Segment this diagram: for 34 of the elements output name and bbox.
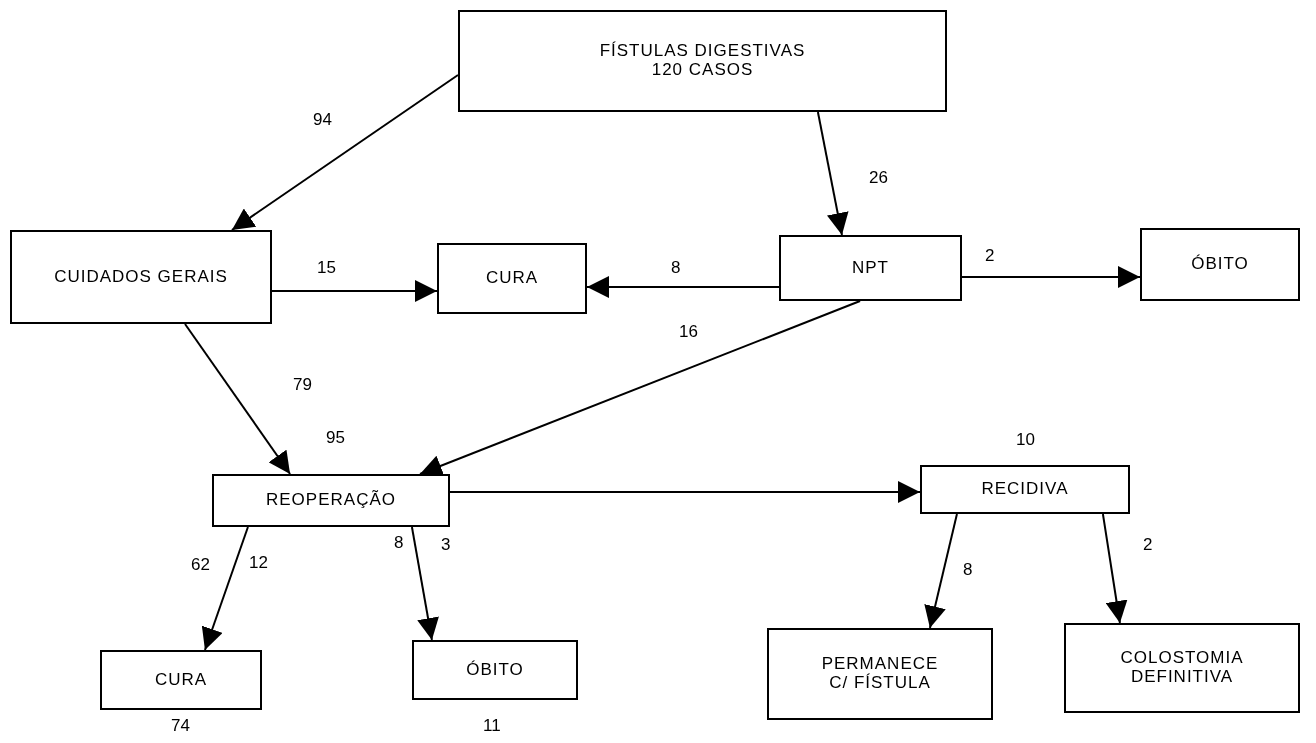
arrow bbox=[271, 280, 438, 302]
arrow bbox=[201, 526, 249, 651]
box-label: RECIDIVA bbox=[981, 480, 1069, 499]
process-box bbox=[437, 243, 587, 314]
arrow bbox=[449, 481, 921, 503]
process-box bbox=[1140, 228, 1300, 301]
box-label: REOPERAÇÃO bbox=[266, 491, 396, 510]
process-box bbox=[10, 230, 272, 324]
box-label: ÓBITO bbox=[466, 660, 524, 680]
box-label: CURA bbox=[154, 670, 208, 690]
box-label: CURA bbox=[485, 269, 539, 288]
box-label: COLOSTOMIA DEFINITIVA bbox=[1119, 649, 1245, 687]
arrow bbox=[230, 73, 459, 231]
process-box bbox=[212, 474, 450, 527]
process-box bbox=[779, 235, 962, 301]
process-box bbox=[458, 10, 947, 112]
arrow bbox=[184, 323, 292, 475]
box-label: CUIDADOS GERAIS bbox=[54, 267, 228, 287]
arrow bbox=[816, 111, 849, 236]
arrow bbox=[1101, 513, 1128, 624]
arrow bbox=[961, 266, 1141, 288]
arrow bbox=[924, 513, 958, 629]
process-box bbox=[412, 640, 578, 700]
process-box bbox=[767, 628, 993, 720]
arrow bbox=[410, 526, 439, 641]
box-label: NPT bbox=[852, 258, 889, 278]
process-box bbox=[100, 650, 262, 710]
box-label: PERMANECE C/ FÍSTULA bbox=[820, 655, 940, 693]
process-box bbox=[1064, 623, 1300, 713]
box-label: ÓBITO bbox=[1191, 255, 1249, 274]
arrow bbox=[586, 276, 780, 298]
box-label: FÍSTULAS DIGESTIVAS 120 CASOS bbox=[598, 42, 807, 80]
arrow bbox=[419, 300, 862, 477]
process-box bbox=[920, 465, 1130, 514]
